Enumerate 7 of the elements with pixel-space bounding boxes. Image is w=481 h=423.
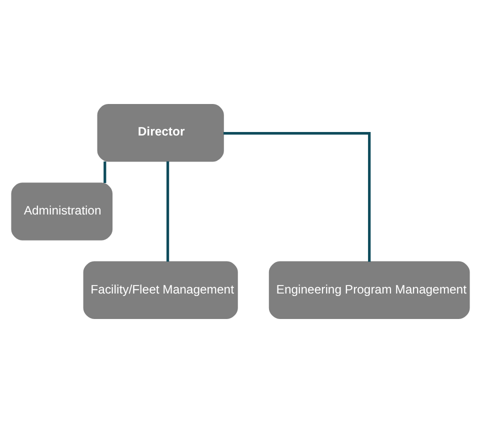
node-box: Engineering Program Management: [268, 261, 470, 319]
node-box: Facility/Fleet Management: [83, 261, 238, 319]
connector: [104, 162, 106, 184]
node-box: Director: [97, 104, 224, 162]
node-box: Administration: [11, 182, 113, 240]
connector: [166, 161, 170, 262]
connector: [224, 132, 371, 262]
